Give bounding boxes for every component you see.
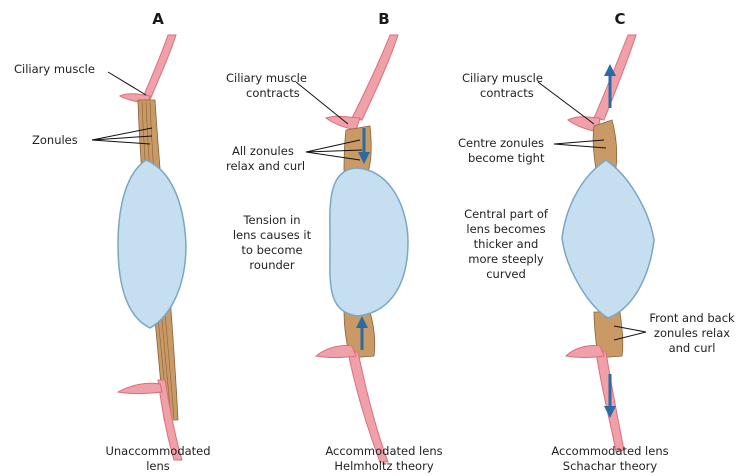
caption-b-line1: Accommodated lens (325, 444, 442, 458)
lens-c (562, 160, 654, 318)
label-ciliary-c-l1: Ciliary muscle (462, 71, 543, 85)
label-central-c-l5: curved (486, 267, 526, 281)
label-frontback-c-l3: and curl (669, 341, 716, 355)
leader-ciliary-c (538, 82, 594, 124)
leader-ciliary-a (108, 72, 146, 95)
label-tension-b-l2: lens causes it (233, 228, 312, 242)
ciliary-muscle-c-bulge-bottom (566, 345, 604, 357)
ciliary-muscle-a-top (142, 35, 176, 100)
label-ciliary-muscle-a: Ciliary muscle (14, 62, 95, 76)
panel-a: A Ciliary muscle Zonules Unaccommodated … (14, 10, 211, 473)
label-frontback-c-l2: zonules relax (654, 326, 730, 340)
caption-a-line1: Unaccommodated (105, 444, 210, 458)
leader-ciliary-b (296, 82, 348, 124)
label-centre-c-l2: become tight (468, 151, 545, 165)
label-ciliary-c-l2: contracts (480, 86, 534, 100)
panel-a-letter: A (152, 10, 164, 28)
ciliary-muscle-a-bulge-bottom (118, 383, 162, 393)
ciliary-muscle-b-bulge-bottom (316, 345, 356, 357)
label-tension-b-l1: Tension in (242, 213, 300, 227)
label-central-c-l2: lens becomes (466, 222, 545, 236)
label-zonules-a: Zonules (32, 133, 78, 147)
label-ciliary-b-l2: contracts (246, 86, 300, 100)
label-central-c-l1: Central part of (464, 207, 549, 221)
label-tension-b-l4: rounder (249, 258, 294, 272)
panel-c-letter: C (614, 10, 625, 28)
ciliary-muscle-b-top (352, 35, 398, 120)
label-ciliary-b-l1: Ciliary muscle (226, 71, 307, 85)
label-central-c-l4: more steeply (468, 252, 544, 266)
ciliary-muscle-c-top (594, 35, 636, 120)
label-frontback-c-l1: Front and back (649, 311, 735, 325)
label-centre-c-l1: Centre zonules (458, 136, 544, 150)
panel-c: C Ciliary muscle contracts Centre zonule… (458, 10, 735, 473)
label-tension-b-l3: to become (241, 243, 302, 257)
zonules-b-top (344, 126, 371, 172)
ciliary-muscle-b-bulge (326, 116, 360, 130)
caption-c-line1: Accommodated lens (551, 444, 668, 458)
lens-a (118, 160, 186, 328)
label-central-c-l3: thicker and (474, 237, 539, 251)
caption-b-line2: Helmholtz theory (334, 459, 433, 473)
caption-c-line2: Schachar theory (563, 459, 658, 473)
lens-b (330, 168, 408, 316)
label-zonules-b-l1: All zonules (232, 144, 294, 158)
label-zonules-b-l2: relax and curl (226, 159, 305, 173)
panel-b-letter: B (378, 10, 389, 28)
caption-a-line2: lens (146, 459, 170, 473)
panel-b: B Ciliary muscle contracts All zonules r… (226, 10, 443, 473)
